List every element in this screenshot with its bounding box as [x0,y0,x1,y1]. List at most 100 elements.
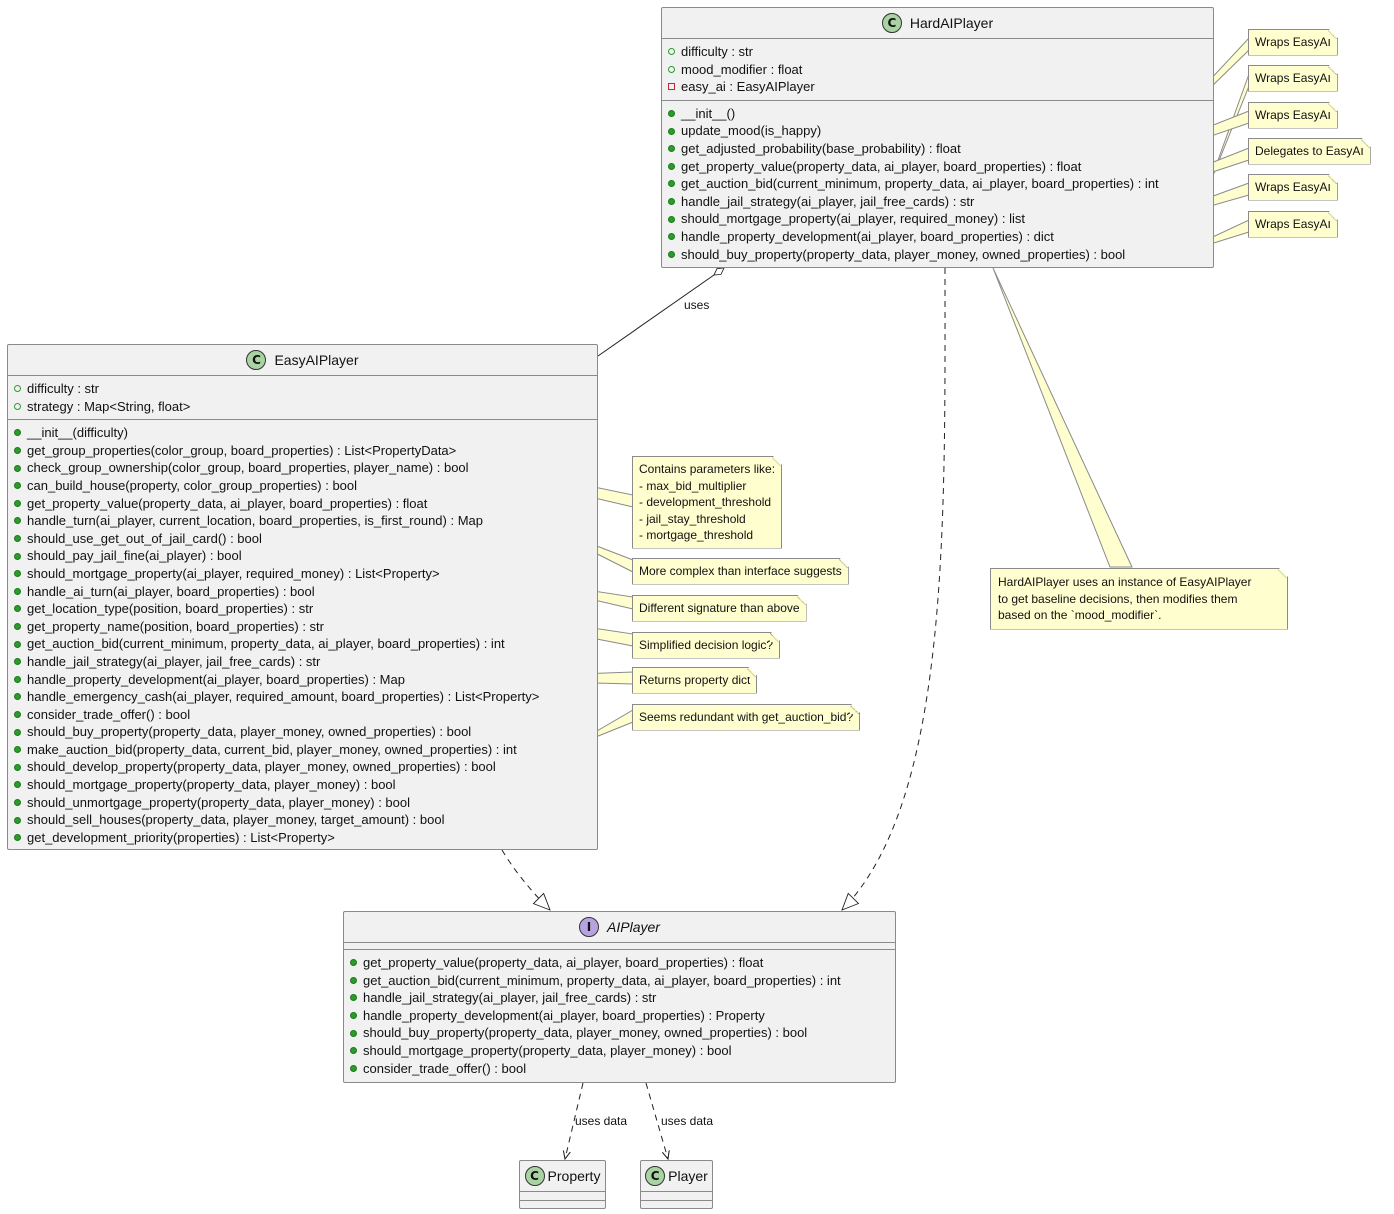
member-row: consider_trade_offer() : bool [14,706,597,724]
note-line: - development_threshold [639,495,772,509]
class-badge-icon: C [645,1166,666,1186]
note-line: Different signature than above [639,601,800,615]
note-complex: More complex than interface suggests [632,558,849,585]
public-visibility-icon [14,385,21,393]
note-redundant: Seems redundant with get_auction_bid? [632,704,860,731]
member-text: __init__(difficulty) [27,425,128,441]
public-visibility-icon [668,233,675,241]
class-header: C Player [641,1161,712,1192]
note-line: Wraps EasyAI [1255,35,1331,49]
member-row: should_mortgage_property(ai_player, requ… [668,210,1213,228]
public-visibility-icon [350,994,357,1002]
member-text: handle_ai_turn(ai_player, board_properti… [27,583,315,599]
member-row: should_buy_property(property_data, playe… [668,246,1213,264]
note-line: Simplified decision logic? [639,638,774,652]
class-header: C Property [520,1161,605,1192]
field-section: difficulty : str strategy : Map<String, f… [8,376,597,421]
method-section: __init__()update_mood(is_happy)get_adjus… [662,101,1213,267]
public-visibility-icon [14,710,21,718]
note-line: Contains parameters like: [639,462,776,476]
member-text: check_group_ownership(color_group, board… [27,460,469,476]
public-visibility-icon [668,180,675,188]
member-row: handle_jail_strategy(ai_player, jail_fre… [350,989,895,1007]
public-visibility-icon [14,640,21,648]
class-header: C EasyAIPlayer [8,345,597,376]
member-text: get_auction_bid(current_minimum, propert… [363,972,841,988]
public-visibility-icon [14,781,21,789]
class-badge-icon: C [524,1166,545,1186]
public-visibility-icon [14,605,21,613]
method-section: __init__(difficulty)get_group_properties… [8,420,597,850]
member-row: strategy : Map<String, float> [14,398,597,416]
member-text: difficulty : str [27,381,100,396]
public-visibility-icon [14,447,21,455]
note-line: Seems redundant with get_auction_bid? [639,710,854,724]
member-row: get_auction_bid(current_minimum, propert… [14,635,597,653]
member-text: can_build_house(property, color_group_pr… [27,477,358,493]
member-text: handle_jail_strategy(ai_player, jail_fre… [681,193,975,209]
member-row: get_auction_bid(current_minimum, propert… [350,972,895,990]
note-hard-wrap-3: Wraps EasyAI [1248,102,1338,129]
member-text: should_pay_jail_fine(ai_player) : bool [27,548,242,564]
edge-hard-realizes-ai [842,267,946,910]
note-line: Wraps EasyAI [1255,180,1331,194]
member-text: handle_jail_strategy(ai_player, jail_fre… [363,990,657,1006]
note-strategy-params: Contains parameters like:- max_bid_multi… [632,456,782,549]
member-text: consider_trade_offer() : bool [363,1060,527,1076]
member-text: __init__() [681,105,736,121]
edge-uses-data-property [565,1082,584,1159]
edge-label-uses-data-1: uses data [575,1114,628,1128]
member-row: should_unmortgage_property(property_data… [14,794,597,812]
public-visibility-icon [668,145,675,153]
member-text: strategy : Map<String, float> [27,398,191,414]
public-visibility-icon [14,482,21,490]
member-text: should_use_get_out_of_jail_card() : bool [27,530,262,546]
interface-ai-player[interactable]: I AIPlayer get_property_value(property_d… [343,911,896,1083]
public-visibility-icon [14,658,21,666]
note-line: based on the `mood_modifier`. [998,608,1162,622]
public-visibility-icon [14,570,21,578]
class-title: Player [668,1168,708,1184]
member-row: handle_turn(ai_player, current_location,… [14,512,597,530]
note-hard-wrap-5: Wraps EasyAI [1248,211,1338,238]
note-hard-summary: HardAIPlayer uses an instance of EasyAIP… [990,568,1288,630]
note-hard-wrap-1: Wraps EasyAI [1248,29,1338,56]
class-property[interactable]: C Property [519,1160,606,1209]
note-returns-dict: Returns property dict [632,667,757,694]
member-text: handle_property_development(ai_player, b… [363,1007,765,1023]
member-text: should_mortgage_property(ai_player, requ… [27,565,440,581]
public-visibility-icon [668,198,675,206]
class-easy-ai-player[interactable]: C EasyAIPlayer difficulty : str strategy … [7,344,598,850]
note-line: Wraps EasyAI [1255,217,1331,231]
class-badge-icon: C [246,350,267,370]
method-section: get_property_value(property_data, ai_pla… [344,950,895,1081]
member-row: can_build_house(property, color_group_pr… [14,477,597,495]
member-text: get_property_value(property_data, ai_pla… [27,495,428,511]
public-visibility-icon [14,623,21,631]
member-row: easy_ai : EasyAIPlayer [668,78,1213,96]
class-player[interactable]: C Player [640,1160,713,1209]
public-visibility-icon [14,402,21,410]
member-row: handle_property_development(ai_player, b… [668,228,1213,246]
public-visibility-icon [14,499,21,507]
member-text: should_mortgage_property(ai_player, requ… [681,211,1025,227]
member-row: get_group_properties(color_group, board_… [14,442,597,460]
note-line: HardAIPlayer uses an instance of EasyAIP… [998,575,1252,589]
member-text: get_property_value(property_data, ai_pla… [363,955,764,970]
member-text: get_property_value(property_data, ai_pla… [681,158,1082,174]
member-row: should_mortgage_property(property_data, … [14,776,597,794]
public-visibility-icon [14,429,21,437]
class-title: EasyAIPlayer [274,352,359,368]
class-header: I AIPlayer [344,912,895,943]
public-visibility-icon [668,215,675,223]
edge-easy-realizes-ai [501,849,550,910]
public-visibility-icon [14,798,21,806]
member-text: handle_jail_strategy(ai_player, jail_fre… [27,653,321,669]
member-text: handle_property_development(ai_player, b… [681,228,1054,244]
member-row: __init__() [668,105,1213,123]
member-row: handle_ai_turn(ai_player, board_properti… [14,583,597,601]
member-row: make_auction_bid(property_data, current_… [14,741,597,759]
member-row: should_buy_property(property_data, playe… [350,1024,895,1042]
